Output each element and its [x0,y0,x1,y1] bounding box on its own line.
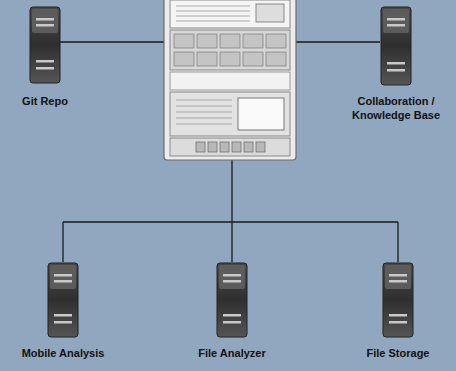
server-node: File Storage [367,262,430,360]
server-node: Git Repo [22,6,68,108]
server-icon [216,262,248,338]
wire [231,160,232,222]
server-icon [380,6,412,86]
server-label: File Analyzer [198,346,265,360]
wire [397,222,398,262]
server-label: Collaboration / Knowledge Base [344,94,448,122]
wire [62,222,63,262]
network-wires [60,42,398,262]
server-label: Git Repo [22,94,68,108]
server-label: File Storage [367,346,430,360]
wire [60,41,164,42]
wire [296,41,380,42]
server-rack [164,0,296,160]
server-node: Collaboration / Knowledge Base [344,6,448,122]
server-icon [29,6,61,84]
wire [63,221,398,222]
server-icon [382,262,414,338]
wire [231,222,232,262]
server-node: Mobile Analysis [22,262,105,360]
server-label: Mobile Analysis [22,346,105,360]
server-node: File Analyzer [198,262,265,360]
server-icon [47,262,79,338]
